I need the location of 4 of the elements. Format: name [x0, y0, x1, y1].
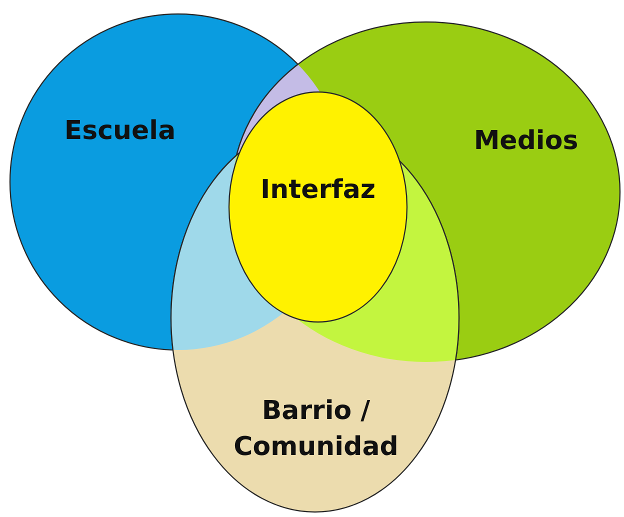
region-label: Medios [472, 125, 580, 158]
region-label: Barrio / Comunidad [232, 395, 400, 464]
region-label: Escuela [63, 115, 177, 148]
region-label: Interfaz [259, 174, 377, 207]
